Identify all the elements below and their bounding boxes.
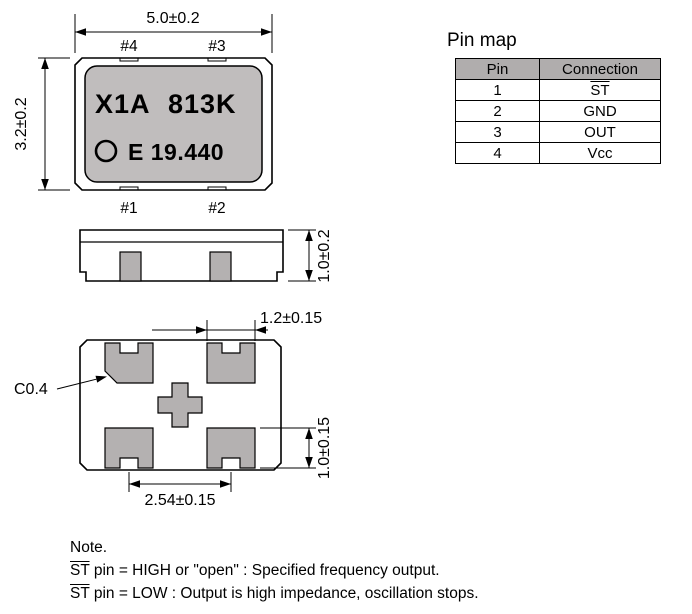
st-overline-text: ST bbox=[70, 562, 90, 579]
note-line-2: ST pin = LOW : Output is high impedance,… bbox=[70, 582, 479, 605]
marking-text-line2: E 19.440 bbox=[128, 139, 224, 165]
castellation-marks bbox=[119, 58, 227, 190]
pin-label-2: #2 bbox=[208, 200, 225, 217]
dimension-width-top bbox=[74, 14, 273, 53]
st-overline-text: ST bbox=[590, 81, 610, 99]
connection-column-header: Connection bbox=[539, 58, 661, 80]
top-view bbox=[74, 57, 273, 191]
dim-pad-pitch-label: 2.54±0.15 bbox=[144, 492, 215, 509]
pad-bottom-left bbox=[104, 427, 154, 469]
pin-column-header: Pin bbox=[455, 58, 540, 80]
note-title: Note. bbox=[70, 539, 108, 556]
dim-height-label: 3.2±0.2 bbox=[13, 97, 30, 150]
pin-map-section: Pin map Pin Connection 1 ST 2 GND 3 OUT … bbox=[447, 30, 661, 164]
chamfer-leader bbox=[56, 375, 107, 390]
chamfer-label: C0.4 bbox=[14, 381, 48, 398]
pin-label-1: #1 bbox=[120, 200, 137, 217]
pin-connection: OUT bbox=[539, 121, 661, 143]
dim-pad-height-label: 1.0±0.15 bbox=[316, 417, 333, 479]
pin-map-row-4: 4 Vcc bbox=[455, 142, 661, 164]
center-cross-mark bbox=[157, 382, 203, 428]
note-line-1: ST pin = HIGH or "open" : Specified freq… bbox=[70, 559, 479, 582]
dim-pad-width-label: 1.2±0.15 bbox=[260, 310, 322, 327]
note-line-text: pin = HIGH or "open" : Specified frequen… bbox=[89, 562, 440, 579]
pin-map-row-1: 1 ST bbox=[455, 79, 661, 101]
pin-number: 3 bbox=[455, 121, 540, 143]
marking-text-line1-right: 813K bbox=[168, 89, 237, 119]
pin-label-3: #3 bbox=[208, 38, 225, 55]
st-overline-text: ST bbox=[70, 585, 90, 602]
pin1-marker-circle-icon bbox=[94, 139, 118, 163]
marking-text-line1-left: X1A bbox=[95, 89, 151, 119]
pin-number: 2 bbox=[455, 100, 540, 122]
pin-map-header-row: Pin Connection bbox=[455, 58, 661, 80]
side-pad-left bbox=[119, 251, 142, 282]
pin-number: 4 bbox=[455, 142, 540, 164]
pin-connection: Vcc bbox=[539, 142, 661, 164]
pad-bottom-right bbox=[206, 427, 256, 469]
note-line-text: pin = LOW : Output is high impedance, os… bbox=[89, 585, 479, 602]
side-pad-right bbox=[209, 251, 232, 282]
side-view-outline bbox=[79, 229, 284, 282]
marking-area bbox=[84, 65, 263, 183]
dim-width-label: 5.0±0.2 bbox=[146, 10, 199, 27]
dimension-pad-width bbox=[152, 320, 268, 341]
pin-connection: ST bbox=[539, 79, 661, 101]
pin-map-table: Pin Connection 1 ST 2 GND 3 OUT 4 Vcc bbox=[455, 58, 661, 164]
pin-number: 1 bbox=[455, 79, 540, 101]
note-section: Note. ST pin = HIGH or "open" : Specifie… bbox=[70, 536, 479, 605]
dimension-pad-height bbox=[260, 427, 316, 469]
pin-label-4: #4 bbox=[120, 38, 138, 55]
bottom-view bbox=[79, 339, 282, 471]
pin-map-row-3: 3 OUT bbox=[455, 121, 661, 143]
pin-map-row-2: 2 GND bbox=[455, 100, 661, 122]
pad-top-left bbox=[104, 342, 154, 384]
pin-map-title: Pin map bbox=[447, 30, 517, 51]
dimension-pad-pitch bbox=[128, 472, 232, 492]
dimension-thickness-side bbox=[288, 229, 316, 282]
pin-connection: GND bbox=[539, 100, 661, 122]
dim-thickness-label: 1.0±0.2 bbox=[316, 229, 333, 282]
side-view bbox=[79, 229, 284, 282]
pad-top-right bbox=[206, 342, 256, 384]
dimension-height-top bbox=[38, 57, 70, 191]
